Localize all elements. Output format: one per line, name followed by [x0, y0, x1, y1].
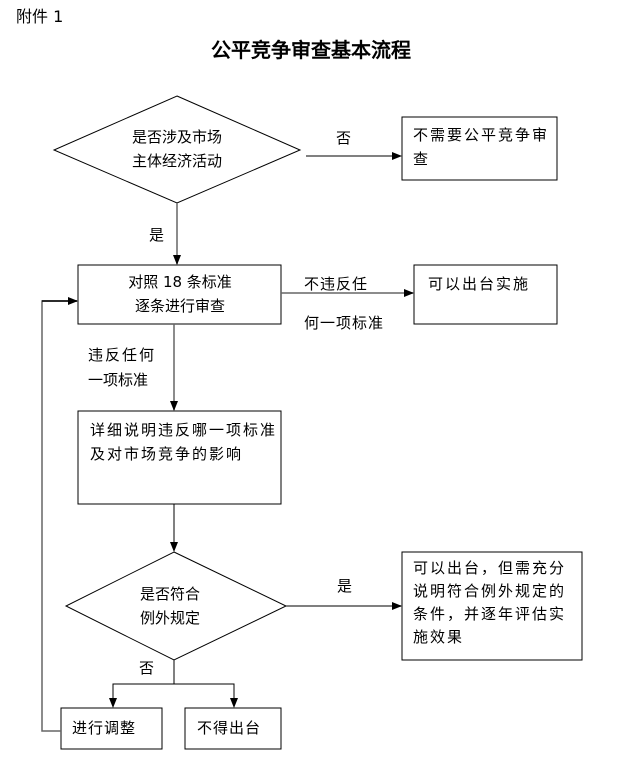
label-no-violation-line1: 不违反任: [304, 275, 369, 293]
decision-exception-line2: 例外规定: [139, 609, 200, 627]
decision-market-line1: 是否涉及市场: [131, 128, 222, 146]
reject-box-shape: [184, 707, 282, 750]
implement-box-shape: [413, 264, 558, 325]
label-market-no: 否: [336, 129, 352, 147]
review-box: 对照 18 条标准 逐条进行审查: [80, 270, 280, 318]
label-violation-line2: 一项标准: [88, 371, 149, 389]
decision-exception: 是否符合 例外规定: [120, 582, 220, 630]
no-review-box: 不需要公平竞争审查: [413, 126, 550, 168]
decision-market-line2: 主体经济活动: [131, 152, 222, 170]
label-exception-no: 否: [139, 659, 155, 677]
edge-to-reject: [174, 683, 238, 708]
label-exception-yes: 是: [337, 577, 353, 595]
edge-to-adjust: [109, 683, 174, 708]
decision-market: 是否涉及市场 主体经济活动: [104, 125, 250, 173]
explain-box: 详细说明违反哪一项标准及对市场竞争的影响: [90, 421, 278, 463]
adjust-box-shape: [60, 707, 163, 750]
page-title: 公平竞争审查基本流程: [211, 38, 411, 62]
review-box-line2: 逐条进行审查: [134, 297, 225, 315]
reject-box: 不得出台: [197, 719, 262, 737]
no-review-box-shape: [401, 116, 558, 181]
label-violation-line1: 违反任何: [88, 346, 157, 364]
adjust-box: 进行调整: [72, 719, 137, 737]
implement-box: 可以出台实施: [428, 275, 531, 293]
edge-feedback-loop: [41, 300, 77, 732]
review-box-shape: [77, 264, 282, 325]
exception-box: 可以出台，但需充分说明符合例外规定的条件，并逐年评估实施效果: [413, 559, 567, 646]
label-no-violation-line2: 何一项标准: [304, 314, 385, 332]
label-market-yes: 是: [149, 226, 165, 244]
exception-box-shape: [401, 551, 583, 661]
explain-box-shape: [77, 410, 282, 505]
decision-exception-line1: 是否符合: [139, 585, 200, 603]
attachment-label: 附件 1: [16, 7, 64, 26]
review-box-line1: 对照 18 条标准: [128, 273, 232, 291]
